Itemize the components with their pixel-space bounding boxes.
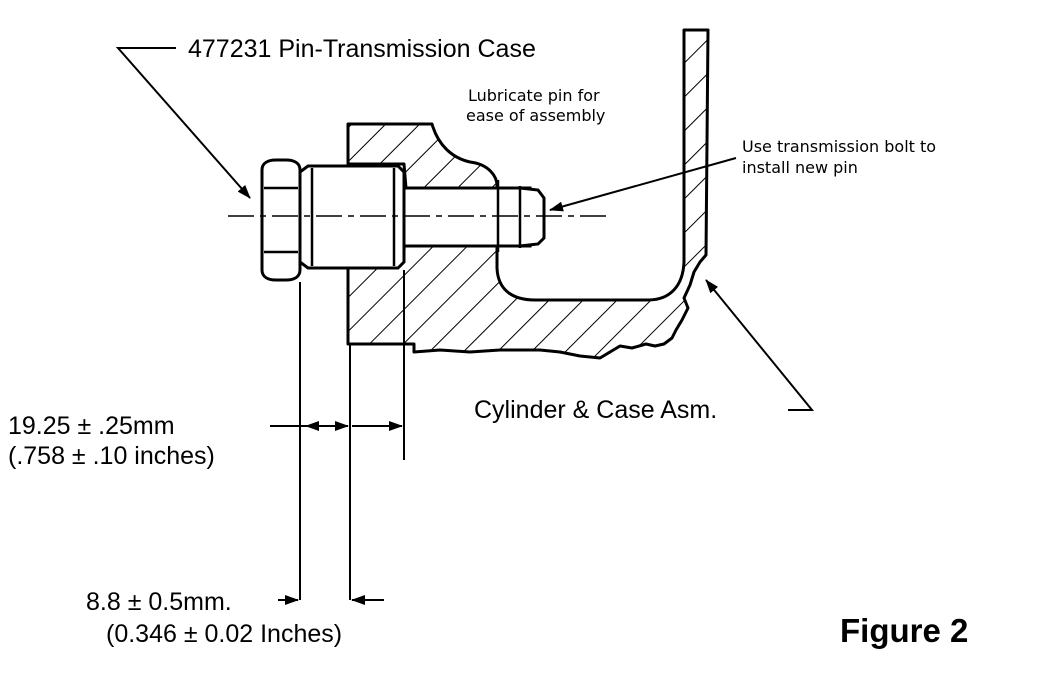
label-dim2-mm: 8.8 ± 0.5mm.: [86, 588, 232, 616]
case-wall: [346, 28, 710, 360]
label-cylinder-case: Cylinder & Case Asm.: [474, 396, 717, 424]
leader-cylinder-case: [705, 279, 815, 411]
label-lubricate-line1: Lubricate pin for: [468, 86, 600, 105]
label-bolt-line2: install new pin: [742, 158, 858, 177]
pin-shank: [402, 186, 532, 248]
pin-tip: [519, 186, 546, 248]
label-dim1-mm: 19.25 ± .25mm: [8, 412, 175, 440]
label-dim2-in: (0.346 ± 0.02 Inches): [106, 620, 342, 648]
label-lubricate-line2: ease of assembly: [466, 106, 605, 125]
bolt-hex-head: [260, 158, 302, 282]
leader-bolt-note: [549, 157, 737, 212]
label-pin-part: 477231 Pin-Transmission Case: [188, 35, 536, 63]
leader-pin-part: [115, 47, 251, 199]
figure-caption: Figure 2: [840, 612, 968, 649]
label-bolt-line1: Use transmission bolt to: [742, 137, 936, 156]
pin-sleeve: [298, 164, 406, 270]
label-dim1-in: (.758 ± .10 inches): [8, 442, 215, 470]
